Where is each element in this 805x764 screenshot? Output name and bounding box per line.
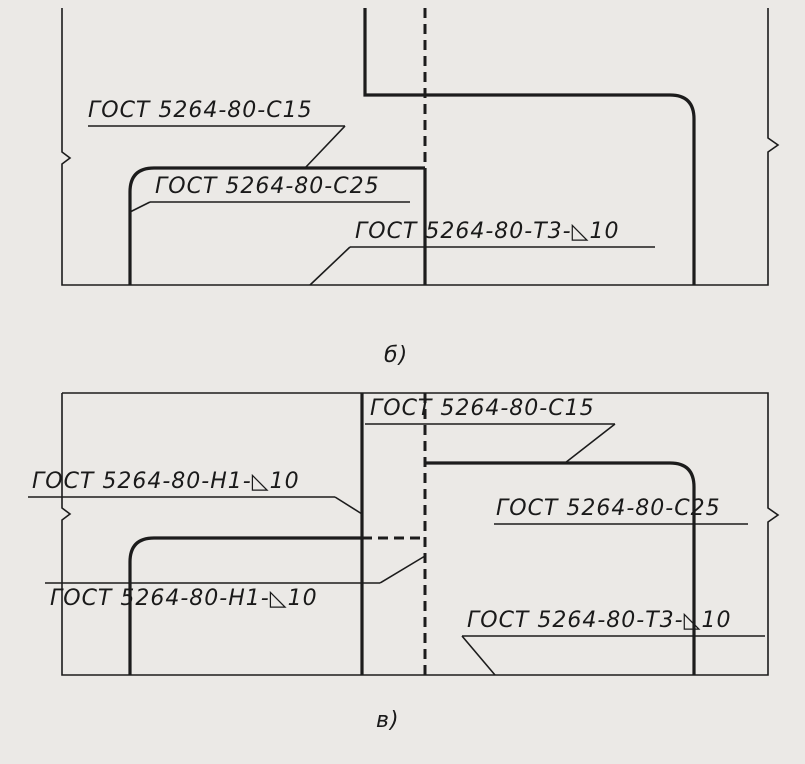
- figure-b-label-t3: ГОСТ 5264-80-Т3-◺10: [309, 219, 655, 286]
- label-c25-text: ГОСТ 5264-80-С25: [496, 496, 721, 521]
- figure-b-upper-plate: [363, 8, 696, 285]
- label-t3-text: ГОСТ 5264-80-Т3-◺10: [467, 608, 732, 633]
- figure-b-caption: б): [384, 343, 408, 368]
- label-h1-bottom-text: ГОСТ 5264-80-Н1-◺10: [50, 586, 318, 611]
- figure-v-label-c25: ГОСТ 5264-80-С25: [494, 496, 748, 525]
- figure-b-label-c15: ГОСТ 5264-80-С15: [88, 98, 346, 169]
- figure-v-label-h1-bottom: ГОСТ 5264-80-Н1-◺10: [45, 555, 426, 611]
- figure-b-frame: [61, 8, 780, 286]
- figure-v-caption: в): [376, 708, 400, 733]
- figure-v-left-plate: [128, 536, 362, 675]
- label-c25-text: ГОСТ 5264-80-С25: [155, 174, 380, 199]
- figure-b-label-c25: ГОСТ 5264-80-С25: [129, 174, 410, 213]
- figure-v-label-t3: ГОСТ 5264-80-Т3-◺10: [461, 608, 765, 676]
- label-c15-text: ГОСТ 5264-80-С15: [88, 98, 313, 123]
- label-t3-text: ГОСТ 5264-80-Т3-◺10: [355, 219, 620, 244]
- label-c15-text: ГОСТ 5264-80-С15: [370, 396, 595, 421]
- figure-v-label-h1-top: ГОСТ 5264-80-Н1-◺10: [28, 469, 363, 515]
- figure-v-frame: [61, 392, 780, 676]
- figure-v-right-plate: [425, 461, 696, 675]
- label-h1-top-text: ГОСТ 5264-80-Н1-◺10: [32, 469, 300, 494]
- figure-b: ГОСТ 5264-80-С15 ГОСТ 5264-80-С25 ГОСТ 5…: [61, 8, 780, 368]
- figure-v-label-c15: ГОСТ 5264-80-С15: [365, 396, 616, 464]
- figure-v: ГОСТ 5264-80-С15 ГОСТ 5264-80-Н1-◺10 ГОС…: [28, 392, 780, 733]
- figure-b-left-plate: [128, 166, 425, 285]
